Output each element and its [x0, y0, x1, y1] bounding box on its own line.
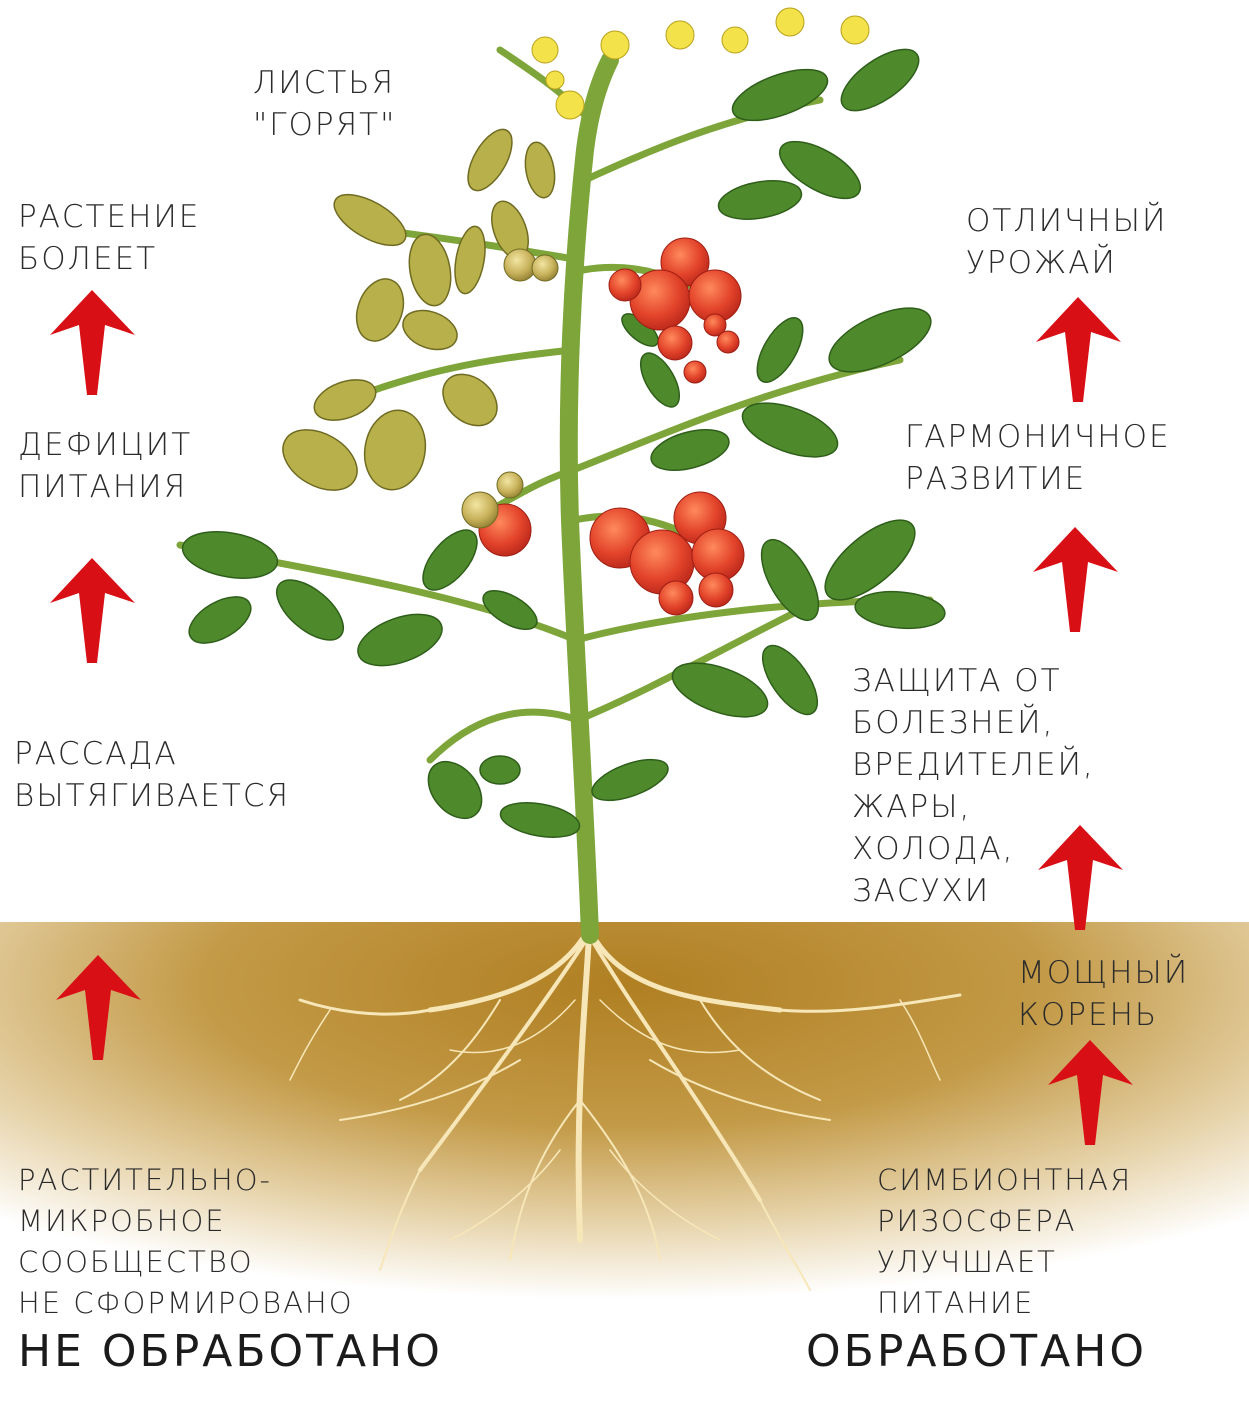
- red-up-arrow-icon: [50, 558, 135, 663]
- label-harmonious-development: ГАРМОНИЧНОЕ РАЗВИТИЕ: [905, 416, 1171, 500]
- red-up-arrow-icon: [1033, 527, 1118, 632]
- label-plant-sick: РАСТЕНИЕ БОЛЕЕТ: [18, 196, 200, 280]
- red-up-arrow-icon: [1036, 297, 1121, 402]
- sick-leaves: [272, 123, 558, 503]
- label-strong-root: МОЩНЫЙ КОРЕНЬ: [1018, 952, 1189, 1036]
- main-stem: [569, 60, 610, 935]
- heading-treated: ОБРАБОТАНО: [806, 1326, 1147, 1377]
- label-excellent-harvest: ОТЛИЧНЫЙ УРОЖАЙ: [966, 200, 1167, 284]
- label-nutrition-deficit: ДЕФИЦИТ ПИТАНИЯ: [18, 424, 192, 508]
- red-up-arrow-icon: [50, 290, 135, 395]
- label-leaves-burn: ЛИСТЬЯ "ГОРЯТ": [253, 62, 396, 146]
- label-community-not-formed: РАСТИТЕЛЬНО- МИКРОБНОЕ СООБЩЕСТВО НЕ СФО…: [18, 1160, 354, 1324]
- label-symbiotic-rhizosphere: СИМБИОНТНАЯ РИЗОСФЕРА УЛУЧШАЕТ ПИТАНИЕ: [877, 1160, 1132, 1324]
- label-seedling-stretches: РАССАДА ВЫТЯГИВАЕТСЯ: [14, 733, 290, 817]
- heading-untreated: НЕ ОБРАБОТАНО: [18, 1326, 443, 1377]
- label-protection: ЗАЩИТА ОТ БОЛЕЗНЕЙ, ВРЕДИТЕЛЕЙ, ЖАРЫ, ХО…: [852, 660, 1095, 912]
- ripe-tomatoes: [479, 238, 744, 615]
